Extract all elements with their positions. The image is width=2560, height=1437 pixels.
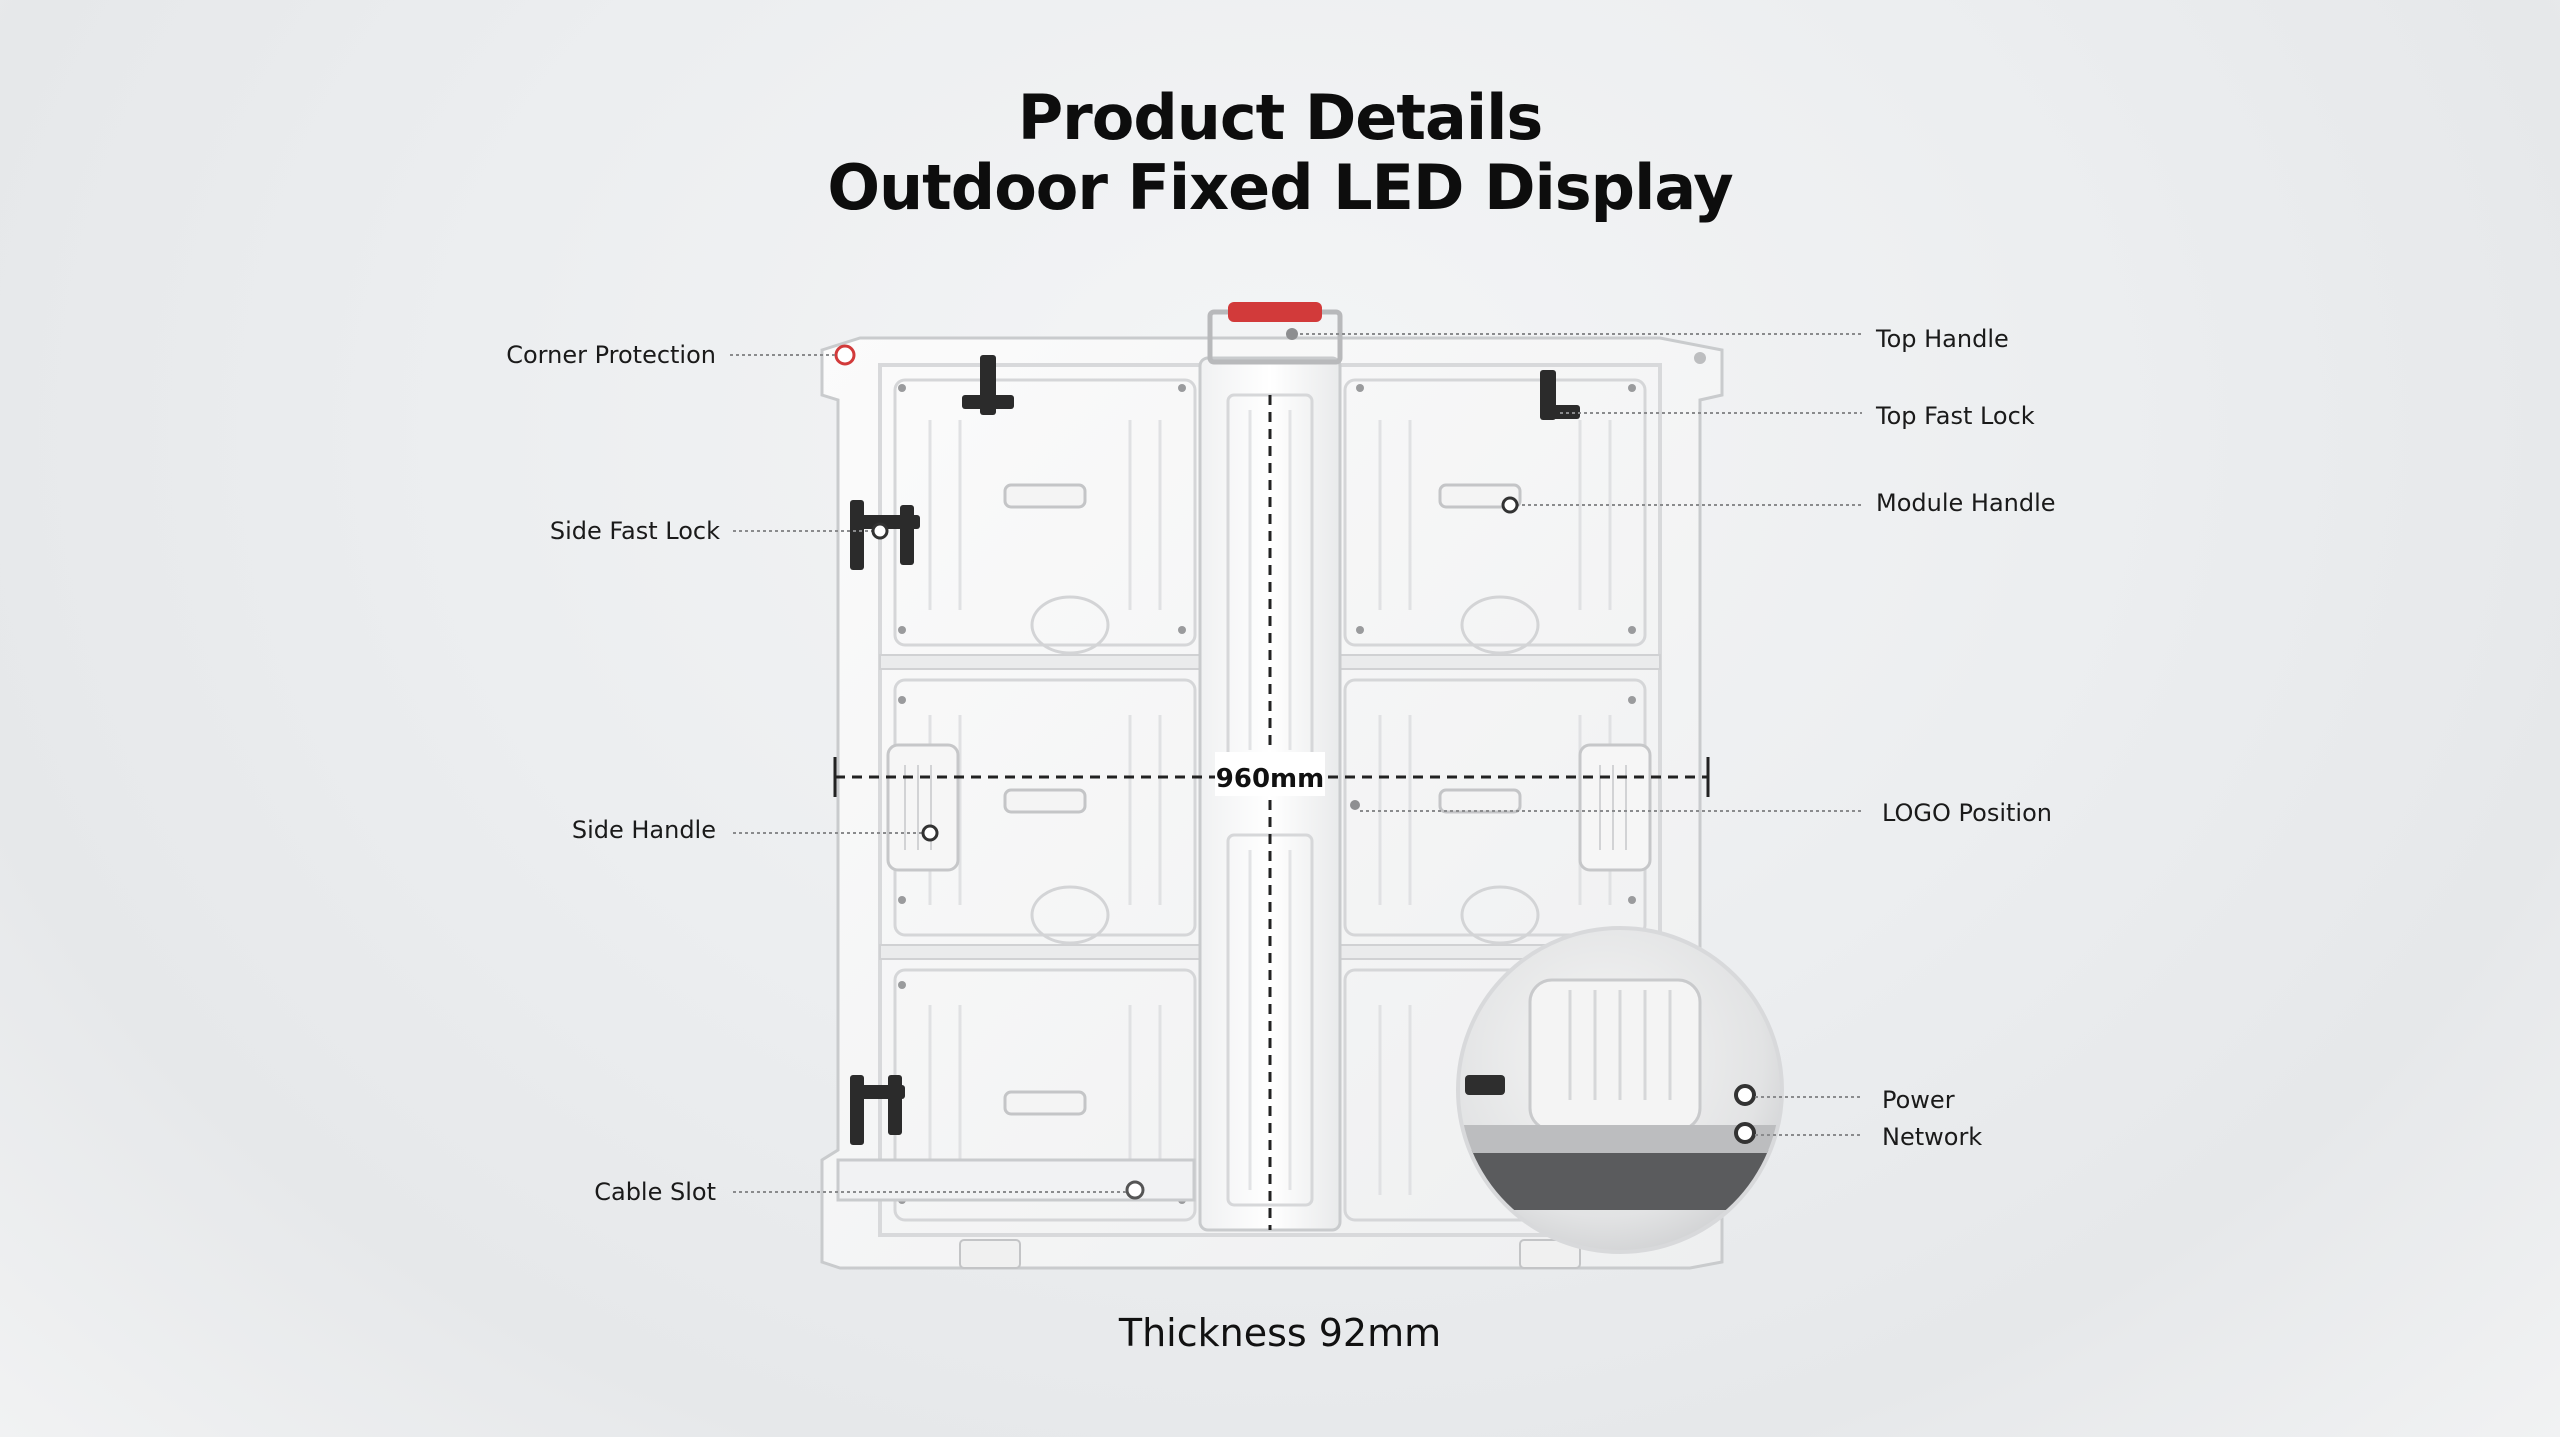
- logo-position-marker: [1350, 800, 1360, 810]
- width-dimension-line: [833, 395, 1710, 1230]
- label-side-fast-lock: Side Fast Lock: [549, 517, 720, 545]
- module-handle-marker: [1501, 496, 1519, 514]
- label-logo-position: LOGO Position: [1882, 799, 2052, 827]
- side-handle-marker: [921, 824, 939, 842]
- top-handle: [1207, 302, 1343, 365]
- label-module-handle: Module Handle: [1876, 489, 2056, 517]
- label-cable-slot: Cable Slot: [594, 1178, 716, 1206]
- width-label-bg: [1215, 752, 1325, 796]
- label-top-fast-lock: Top Fast Lock: [1876, 402, 2035, 430]
- network-port: [1734, 1122, 1756, 1144]
- label-side-handle: Side Handle: [571, 816, 716, 844]
- width-dimension-label: 960mm: [1216, 764, 1324, 794]
- title-line-2: Outdoor Fixed LED Display: [827, 151, 1733, 224]
- label-power: Power: [1882, 1086, 1955, 1114]
- power-port: [1734, 1084, 1756, 1106]
- label-network: Network: [1882, 1123, 1983, 1151]
- label-corner-protection: Corner Protection: [506, 341, 716, 369]
- title-line-1: Product Details: [1017, 81, 1544, 154]
- leader-lines: [730, 333, 1862, 1193]
- thickness-label: Thickness 92mm: [1118, 1311, 1442, 1355]
- side-fast-lock-marker: [871, 522, 889, 540]
- label-top-handle: Top Handle: [1876, 325, 2009, 353]
- zoom-detail-inset: [1456, 926, 1784, 1254]
